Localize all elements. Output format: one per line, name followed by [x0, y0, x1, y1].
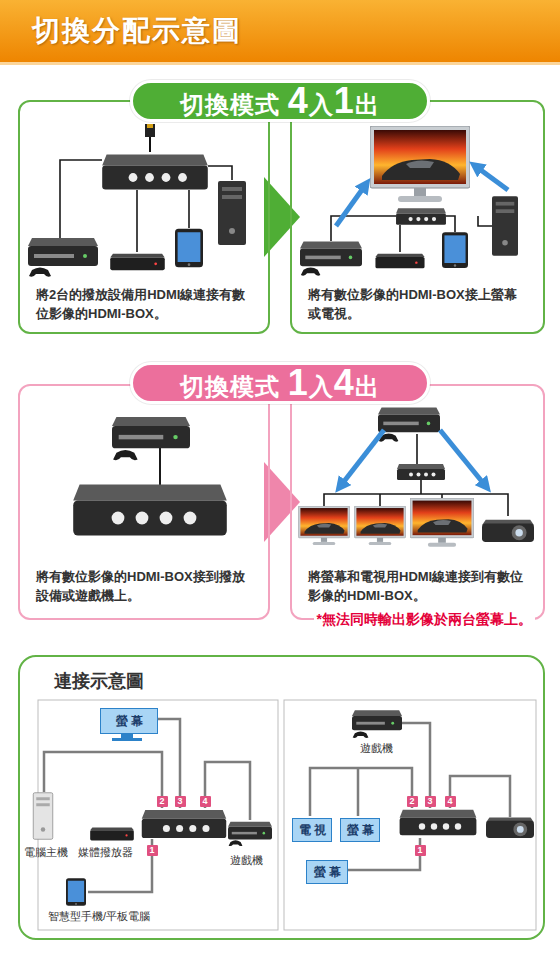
- device-tag-text: 螢幕: [116, 713, 146, 730]
- port-number: 3: [175, 796, 186, 807]
- mode-panel: 將有數位影像的HDMI-BOX接到撥放設備或遊戲機上。: [18, 384, 270, 620]
- device-tag-text: 電視: [299, 822, 329, 839]
- port-number: 4: [200, 796, 211, 807]
- header-char: 式: [255, 91, 280, 118]
- port-number: 2: [407, 796, 418, 807]
- mode-panel: 將2台的撥放設備用HDMI線連接有數位影像的HDMI-BOX。: [18, 100, 270, 334]
- device-tag-text: 螢幕: [314, 864, 344, 881]
- panel-caption: 將有數位影像的HDMI-BOX接到撥放設備或遊戲機上。: [36, 568, 254, 606]
- mode-header: 切換模式 4入1出: [130, 80, 430, 122]
- header-char: 1: [288, 362, 309, 403]
- panel-caption: 將有數位影像的HDMI-BOX接上螢幕或電視。: [308, 286, 529, 324]
- device-tag: 螢幕: [340, 818, 380, 842]
- mode-header-text: 切換模式 4入1出: [180, 83, 380, 119]
- device-tag: 螢幕: [100, 708, 158, 734]
- header-char: 出: [355, 373, 380, 400]
- header-char: 1: [334, 80, 355, 121]
- header-char: 模: [230, 373, 255, 400]
- header-char: 4: [288, 80, 309, 121]
- header-char: 入: [309, 91, 334, 118]
- header-char: 4: [334, 362, 355, 403]
- mode-header: 切換模式 1入4出: [130, 362, 430, 404]
- mode-panel: 將螢幕和電視用HDMI線連接到有數位影像的HDMI-BOX。*無法同時輸出影像於…: [290, 384, 545, 620]
- device-tag: 電視: [292, 818, 332, 842]
- page-title: 切換分配示意圖: [32, 12, 242, 50]
- port-number: 4: [445, 796, 456, 807]
- port-number: 3: [425, 796, 436, 807]
- header-char: 換: [205, 373, 230, 400]
- header-char: 式: [255, 373, 280, 400]
- device-label: 媒體撥放器: [78, 846, 133, 859]
- connection-panel: 連接示意圖螢幕電視螢幕螢幕: [18, 655, 545, 940]
- device-tag-text: 螢幕: [347, 822, 377, 839]
- port-number: 1: [147, 845, 158, 856]
- device-label: 電腦主機: [24, 846, 68, 859]
- header-char: 切: [180, 373, 205, 400]
- flow-arrow: [270, 501, 290, 504]
- device-label: 遊戲機: [230, 854, 263, 867]
- device-tag: 螢幕: [306, 860, 348, 884]
- device-label: 智慧型手機/平板電腦: [48, 910, 150, 923]
- mode-panel: 將有數位影像的HDMI-BOX接上螢幕或電視。: [290, 100, 545, 334]
- header-char: [280, 373, 288, 400]
- warning-note: *無法同時輸出影像於兩台螢幕上。: [314, 610, 535, 628]
- header-char: [280, 91, 288, 118]
- panel-caption: 將螢幕和電視用HDMI線連接到有數位影像的HDMI-BOX。: [308, 568, 529, 606]
- port-number: 2: [157, 796, 168, 807]
- header-char: 模: [230, 91, 255, 118]
- port-number: 1: [415, 845, 426, 856]
- header-char: 切: [180, 91, 205, 118]
- header-char: 換: [205, 91, 230, 118]
- panel-caption: 將2台的撥放設備用HDMI線連接有數位影像的HDMI-BOX。: [36, 286, 254, 324]
- device-label: 遊戲機: [360, 742, 393, 755]
- section-title: 連接示意圖: [54, 669, 144, 693]
- flow-arrow: [270, 216, 290, 219]
- header-char: 出: [355, 91, 380, 118]
- mode-header-text: 切換模式 1入4出: [180, 365, 380, 401]
- header-char: 入: [309, 373, 334, 400]
